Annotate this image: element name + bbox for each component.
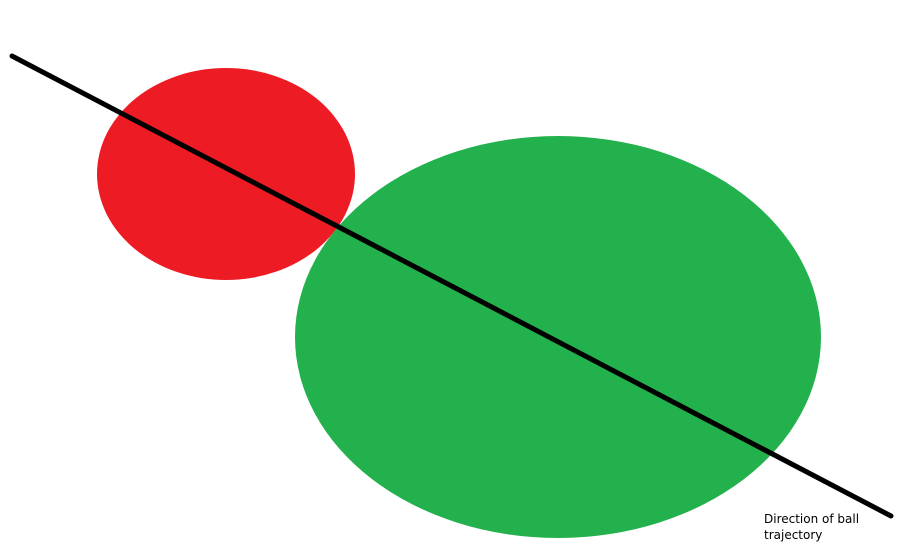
small-red-ball xyxy=(97,68,355,280)
trajectory-label: Direction of ball trajectory xyxy=(764,512,860,542)
trajectory-line xyxy=(9,53,894,519)
large-green-ball xyxy=(295,136,821,538)
